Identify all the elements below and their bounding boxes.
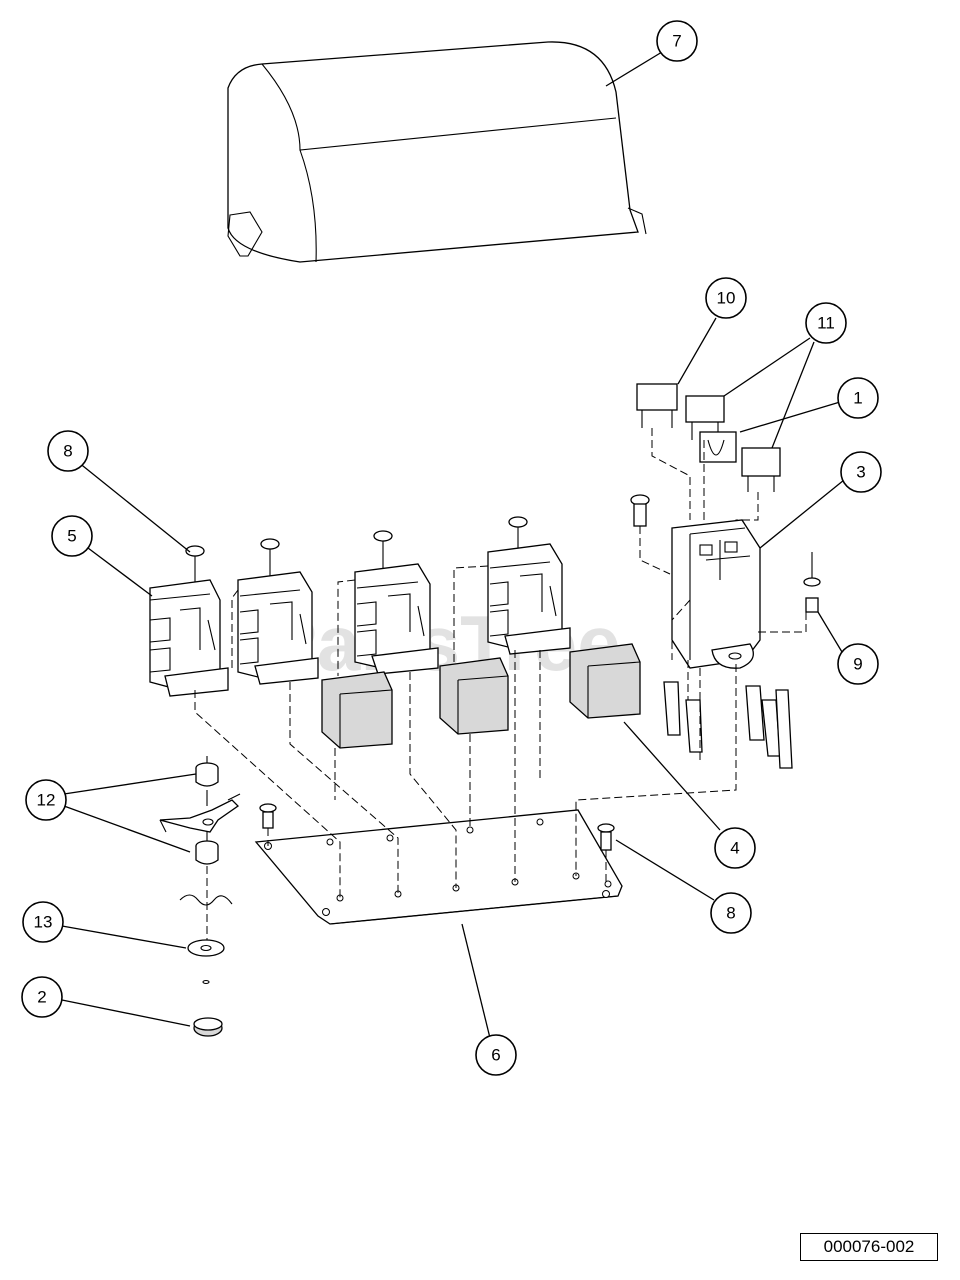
svg-text:8: 8 — [63, 442, 72, 461]
cover-part — [227, 41, 647, 263]
svg-text:10: 10 — [717, 289, 736, 308]
svg-text:4: 4 — [730, 839, 739, 858]
callout-5: 5 — [51, 515, 93, 557]
callout-1: 1 — [837, 377, 879, 419]
fuse-holder-part — [671, 519, 761, 669]
callout-7: 7 — [656, 20, 698, 62]
svg-text:3: 3 — [856, 463, 865, 482]
svg-text:9: 9 — [853, 655, 862, 674]
nut-2 — [193, 1017, 223, 1037]
fuse-11-top — [685, 395, 725, 440]
relay-2 — [439, 657, 509, 735]
fuse-11-bottom — [741, 447, 781, 492]
callout-4: 4 — [714, 827, 756, 869]
fuse-10 — [636, 383, 678, 428]
base-plate — [254, 809, 623, 925]
plate-screw-left — [259, 803, 277, 846]
callout-8-bottom: 8 — [710, 892, 752, 934]
relay-socket-1 — [149, 545, 229, 697]
relay-3 — [569, 643, 641, 719]
push-rivet-holder — [630, 494, 671, 575]
spacer-bottom — [195, 832, 219, 865]
relay-socket-3 — [337, 530, 439, 676]
callout-9: 9 — [837, 643, 879, 685]
svg-text:1: 1 — [853, 389, 862, 408]
svg-text:6: 6 — [491, 1046, 500, 1065]
screw-9 — [756, 552, 821, 633]
callout-13: 13 — [22, 901, 64, 943]
callout-2: 2 — [21, 976, 63, 1018]
plate-screw-right — [597, 823, 615, 884]
callout-10: 10 — [705, 277, 747, 319]
callout-11: 11 — [805, 302, 847, 344]
svg-text:8: 8 — [726, 904, 735, 923]
fuse-1 — [699, 431, 737, 463]
relay-1 — [321, 671, 393, 749]
svg-text:5: 5 — [67, 527, 76, 546]
callout-8-top: 8 — [47, 430, 89, 472]
callout-6: 6 — [475, 1034, 517, 1076]
ring-terminal — [159, 790, 241, 833]
washer-13 — [187, 939, 225, 957]
relay-socket-2 — [231, 538, 319, 685]
spacer-top — [195, 756, 219, 787]
svg-text:13: 13 — [34, 913, 53, 932]
leader-lines — [61, 51, 845, 1039]
svg-text:11: 11 — [817, 314, 835, 333]
svg-text:7: 7 — [672, 32, 681, 51]
terminal-connectors — [663, 660, 793, 769]
relay-socket-4 — [453, 516, 571, 664]
callout-12: 12 — [25, 779, 67, 821]
svg-text:2: 2 — [37, 988, 46, 1007]
diagram-id-label: 000076-002 — [800, 1233, 938, 1261]
svg-text:12: 12 — [37, 791, 56, 810]
callout-3: 3 — [840, 451, 882, 493]
